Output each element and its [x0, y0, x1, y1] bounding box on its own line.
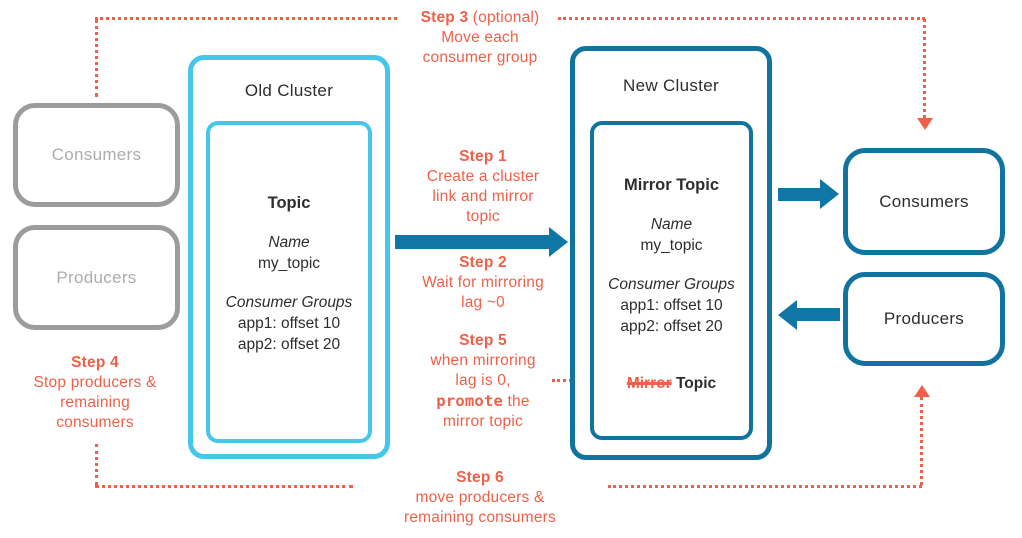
step2-annotation: Step 2 Wait for mirroring lag ~0: [400, 253, 566, 313]
step5-annotation: Step 5 when mirroring lag is 0, promote …: [400, 331, 566, 432]
to-consumers-arrow-head-icon: [820, 179, 839, 209]
step5-dotted-line: [552, 379, 583, 382]
step4-annotation: Step 4 Stop producers & remaining consum…: [5, 353, 185, 433]
old-topic-heading: Topic: [267, 194, 311, 212]
step3-annotation: Step 3 (optional) Move each consumer gro…: [385, 8, 575, 68]
step6-dotted-line-left-vertical: [95, 444, 98, 485]
old-topic-group1: app1: offset 10: [237, 315, 341, 332]
step6-arrowhead-up-icon: [914, 385, 930, 397]
mirror-topic-group1: app1: offset 10: [620, 297, 723, 314]
new-consumers-box: Consumers: [843, 148, 1005, 255]
new-topic-box: Mirror Topic Name my_topic Consumer Grou…: [590, 121, 753, 440]
step5-promote-line: promote the: [436, 392, 530, 410]
step3-dotted-line-left-horizontal: [95, 17, 397, 20]
mirror-link-arrow-head-icon: [549, 227, 568, 257]
from-producers-arrow-shaft: [796, 308, 840, 321]
old-topic-name-value: my_topic: [257, 255, 321, 272]
old-consumers-box: Consumers: [13, 103, 180, 207]
old-topic-group2: app2: offset 20: [237, 336, 341, 353]
old-producers-box: Producers: [13, 225, 180, 330]
from-producers-arrow-head-icon: [778, 300, 797, 330]
promoted-topic-rest: Topic: [671, 375, 717, 392]
mirror-topic-groups-label: Consumer Groups: [608, 276, 735, 293]
old-consumers-label: Consumers: [51, 145, 142, 164]
step4-title: Step 4: [71, 354, 119, 371]
mirror-topic-heading: Mirror Topic: [623, 176, 720, 194]
old-producers-label: Producers: [56, 267, 137, 287]
step1-annotation: Step 1 Create a cluster link and mirror …: [400, 147, 566, 227]
promoted-topic-line: Mirror Topic: [594, 373, 749, 394]
new-producers-label: Producers: [883, 309, 965, 328]
step6-dotted-line-right-vertical: [920, 397, 923, 485]
step3-dotted-line-right-vertical: [923, 19, 926, 118]
to-consumers-arrow-shaft: [778, 188, 821, 201]
mirror-topic-name-value: my_topic: [640, 237, 703, 254]
old-topic-box: Topic Name my_topic Consumer Groups app1…: [206, 121, 372, 443]
new-cluster-title: New Cluster: [623, 76, 719, 95]
promoted-topic-strike: Mirror: [626, 375, 672, 392]
old-topic-name-label: Name: [268, 234, 310, 251]
mirror-topic-group2: app2: offset 20: [620, 318, 723, 335]
step6-dotted-line-left-horizontal: [95, 485, 353, 488]
step3-title-line: Step 3 (optional): [420, 9, 540, 26]
mirror-topic-name-label: Name: [650, 216, 693, 233]
new-producers-box: Producers: [843, 272, 1005, 366]
step6-dotted-line-right-horizontal: [608, 485, 922, 488]
old-topic-groups-label: Consumer Groups: [225, 294, 353, 311]
step6-title: Step 6: [456, 469, 504, 486]
step3-arrowhead-down-icon: [917, 118, 933, 130]
step3-dotted-line-right-horizontal: [558, 17, 925, 20]
old-cluster-title: Old Cluster: [244, 81, 334, 100]
step6-annotation: Step 6 move producers & remaining consum…: [380, 468, 580, 528]
new-consumers-label: Consumers: [879, 191, 969, 211]
mirror-link-arrow-shaft: [395, 235, 550, 249]
step1-title: Step 1: [459, 148, 507, 165]
step3-dotted-line-left-vertical: [95, 19, 98, 97]
step2-title: Step 2: [459, 254, 507, 271]
step5-title: Step 5: [459, 332, 507, 349]
